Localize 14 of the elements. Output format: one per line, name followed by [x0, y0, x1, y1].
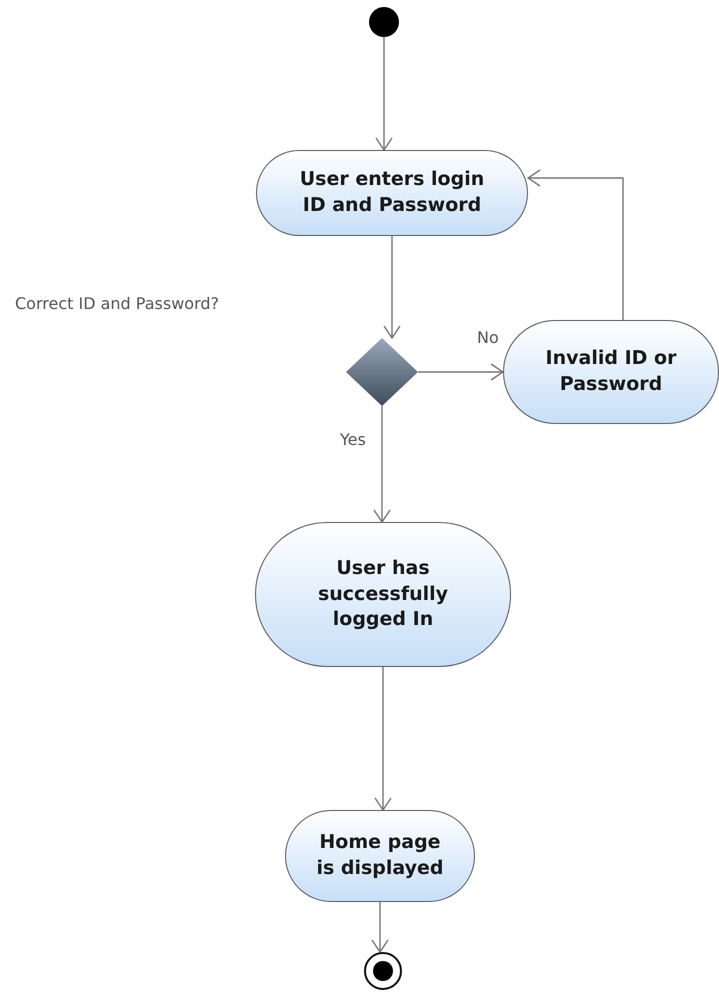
arrow	[373, 406, 391, 523]
arrow	[418, 363, 504, 381]
action-node: User has successfully logged In	[255, 522, 511, 667]
decision-diamond	[346, 338, 418, 406]
arrow	[371, 902, 389, 953]
arrow	[527, 169, 624, 320]
final-node	[364, 952, 402, 990]
action-node: User enters login ID and Password	[256, 150, 528, 236]
action-node: Invalid ID or Password	[503, 320, 719, 424]
initial-node	[369, 7, 399, 37]
arrow	[374, 667, 392, 811]
action-node: Home page is displayed	[285, 810, 475, 902]
arrow	[375, 37, 393, 151]
arrow	[383, 236, 401, 339]
